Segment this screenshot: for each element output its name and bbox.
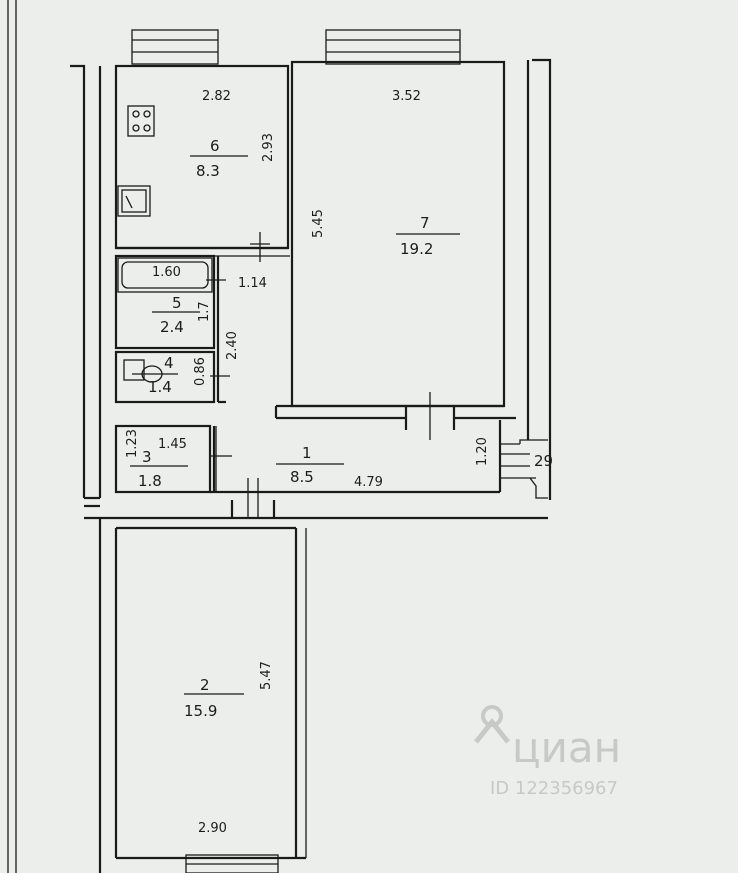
room-2-number: 2	[200, 676, 210, 694]
room-1-number: 1	[302, 444, 312, 462]
stove-icon	[127, 105, 155, 137]
room-7-walls	[274, 60, 516, 440]
stair-label: 29	[534, 452, 553, 470]
room-5-area: 2.4	[160, 318, 184, 336]
outer-walls	[70, 58, 552, 873]
room-6-number: 6	[210, 137, 220, 155]
room-6-depth: 2.93	[261, 133, 276, 162]
room-6-width: 2.82	[202, 89, 231, 104]
room-4-area: 1.4	[148, 378, 172, 396]
bathtub-icon	[117, 257, 213, 293]
sink-icon	[117, 185, 151, 217]
watermark-brand: циан	[512, 723, 621, 772]
room-7-number: 7	[420, 214, 430, 232]
room-2-width: 2.90	[198, 821, 227, 836]
room-7-width: 3.52	[392, 89, 421, 104]
room-5-number: 5	[172, 294, 182, 312]
room-4-dim: 0.86	[193, 357, 208, 386]
room-1-length: 4.79	[354, 475, 383, 490]
room-3-area: 1.8	[138, 472, 162, 490]
window-room-7	[325, 29, 461, 65]
wet-rooms-walls	[114, 254, 548, 499]
door-marks	[206, 232, 270, 377]
room-1-area: 8.5	[290, 468, 314, 486]
room-7-depth: 5.45	[311, 209, 326, 238]
room-5-width: 1.60	[152, 265, 181, 280]
label-bars	[130, 155, 460, 695]
room-2-depth: 5.47	[259, 661, 274, 690]
room-6-area: 8.3	[196, 162, 220, 180]
room-2-area: 15.9	[184, 702, 217, 720]
room-6-walls	[114, 64, 290, 250]
watermark: циан ID 122356967	[474, 705, 621, 799]
room-1-width: 1.20	[475, 437, 490, 466]
room-3-number: 3	[142, 448, 152, 466]
window-room-2	[185, 854, 279, 873]
room-3-depth: 1.23	[125, 429, 140, 458]
room-5-small-dim: 1.7	[197, 301, 212, 322]
watermark-id: ID 122356967	[490, 778, 618, 799]
room-7-area: 19.2	[400, 240, 433, 258]
location-pin-icon	[474, 705, 510, 744]
corridor-dim: 1.14	[238, 276, 267, 291]
room-5-depth: 2.40	[225, 331, 240, 360]
room-4-number: 4	[164, 354, 174, 372]
window-kitchen	[131, 29, 219, 65]
room-3-width: 1.45	[158, 437, 187, 452]
